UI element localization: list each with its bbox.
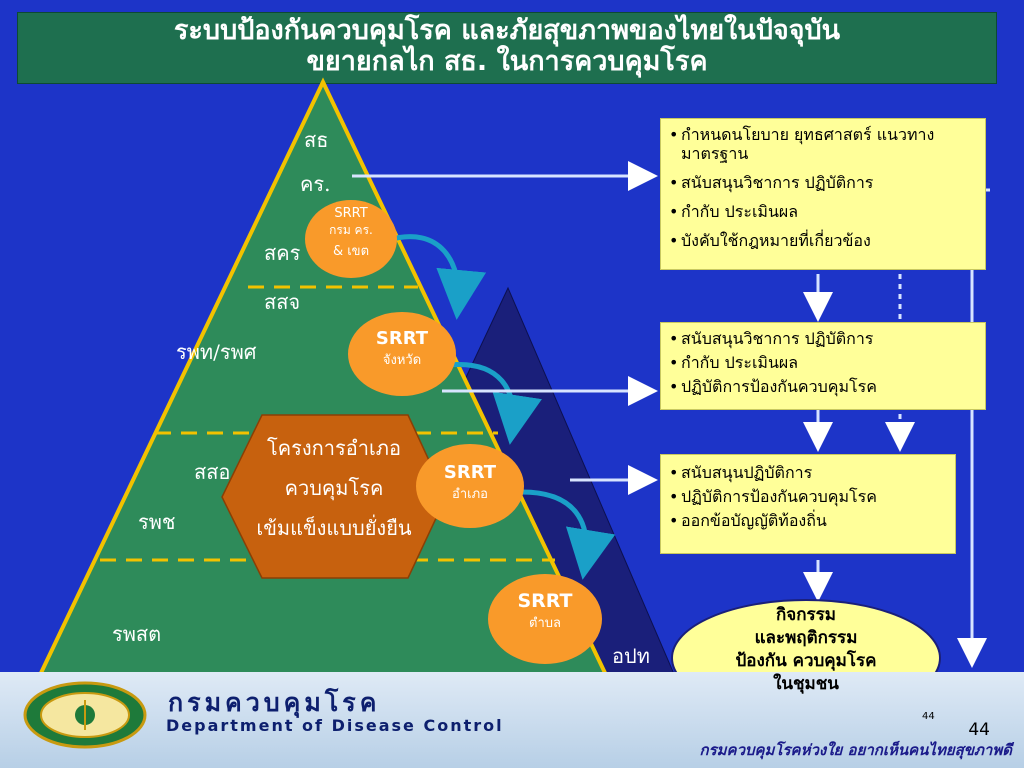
org-name-english: Department of Disease Control (166, 716, 504, 735)
national-role-item: บังคับใช้กฎหมายที่เกี่ยวข้อง (669, 231, 985, 250)
title-line-1: ระบบป้องกันควบคุมโรค และภัยสุขภาพของไทยใ… (173, 15, 841, 46)
srrt-national-line1: กรม คร. (329, 223, 373, 237)
community-text: กิจกรรม และพฤติกรรม ป้องกัน ควบคุมโรค ใน… (688, 604, 924, 696)
label-opt: อปท (612, 644, 650, 668)
national-role-item: กำกับ ประเมินผล (669, 202, 985, 221)
srrt-national-line2: & เขต (332, 244, 370, 259)
hexagon-line-2: ควบคุมโรค (284, 476, 384, 500)
page-number-small: 44 (922, 711, 935, 722)
province-role-item: ปฏิบัติการป้องกันควบคุมโรค (669, 377, 985, 396)
srrt-province-title: SRRT (375, 328, 429, 349)
srrt-district-title: SRRT (443, 462, 497, 483)
footer-slogan: กรมควบคุมโรคห่วงใย อยากเห็นคนไทยสุขภาพดี (699, 741, 1012, 759)
hexagon-line-3: เข้มแข็งแบบยั่งยืน (256, 516, 412, 540)
community-line-2: และพฤติกรรม (754, 628, 858, 648)
province-role-item: สนับสนุนวิชาการ ปฏิบัติการ (669, 329, 985, 348)
national-role-box: กำหนดนโยบาย ยุทธศาสตร์ แนวทาง มาตรฐาน สน… (660, 118, 986, 270)
srrt-flow-arrow-1 (387, 234, 487, 320)
page-number: 44 (968, 720, 990, 740)
srrt-national-title: SRRT (334, 206, 368, 221)
local-role-box: สนับสนุนปฏิบัติการ ปฏิบัติการป้องกันควบค… (660, 454, 956, 554)
org-name-thai: กรมควบคุมโรค (168, 688, 381, 717)
label-kor: คร. (300, 172, 331, 196)
srrt-district-sub: อำเภอ (452, 487, 488, 502)
local-role-item: สนับสนุนปฏิบัติการ (669, 463, 955, 482)
srrt-district-circle: SRRT อำเภอ (416, 444, 524, 528)
title-banner: ระบบป้องกันควบคุมโรค และภัยสุขภาพของไทยใ… (17, 12, 997, 84)
department-logo-icon (23, 681, 147, 749)
title-line-2: ขยายกลไก สธ. ในการควบคุมโรค (306, 46, 708, 77)
footer-band (0, 672, 1024, 768)
srrt-subdistrict-title: SRRT (517, 590, 573, 612)
srrt-flow-arrow-2 (447, 361, 542, 445)
local-role-item: ปฏิบัติการป้องกันควบคุมโรค (669, 487, 955, 506)
community-line-1: กิจกรรม (775, 605, 836, 625)
srrt-province-sub: จังหวัด (382, 353, 422, 368)
label-skr: สคร (264, 241, 301, 265)
national-role-item: กำหนดนโยบาย ยุทธศาสตร์ แนวทาง มาตรฐาน (669, 125, 985, 163)
srrt-subdistrict-sub: ตำบล (529, 616, 561, 631)
srrt-national-circle: SRRT กรม คร. & เขต (305, 200, 397, 278)
national-role-item: สนับสนุนวิชาการ ปฏิบัติการ (669, 173, 985, 192)
province-role-item: กำกับ ประเมินผล (669, 353, 985, 372)
label-rpsat: รพสต (112, 622, 162, 646)
strong-district-hexagon (221, 414, 447, 579)
hexagon-text: โครงการอำเภอ ควบคุมโรค เข้มแข็งแบบยั่งยื… (226, 428, 442, 548)
community-line-3: ป้องกัน ควบคุมโรค (735, 651, 877, 671)
community-line-4: ในชุมชน (773, 674, 839, 694)
label-sso: สสอ (194, 460, 231, 484)
hexagon-line-1: โครงการอำเภอ (267, 436, 401, 460)
province-role-box: สนับสนุนวิชาการ ปฏิบัติการ กำกับ ประเมิน… (660, 322, 986, 410)
srrt-flow-arrow-3 (521, 489, 616, 580)
srrt-subdistrict-circle: SRRT ตำบล (488, 574, 602, 664)
label-rpt: รพท/รพศ (176, 340, 257, 364)
label-sth: สธ (304, 128, 329, 152)
label-rpc: รพช (138, 510, 176, 534)
label-ssj: สสจ (264, 290, 301, 314)
srrt-province-circle: SRRT จังหวัด (348, 312, 456, 396)
local-role-item: ออกข้อบัญญัติท้องถิ่น (669, 511, 955, 530)
